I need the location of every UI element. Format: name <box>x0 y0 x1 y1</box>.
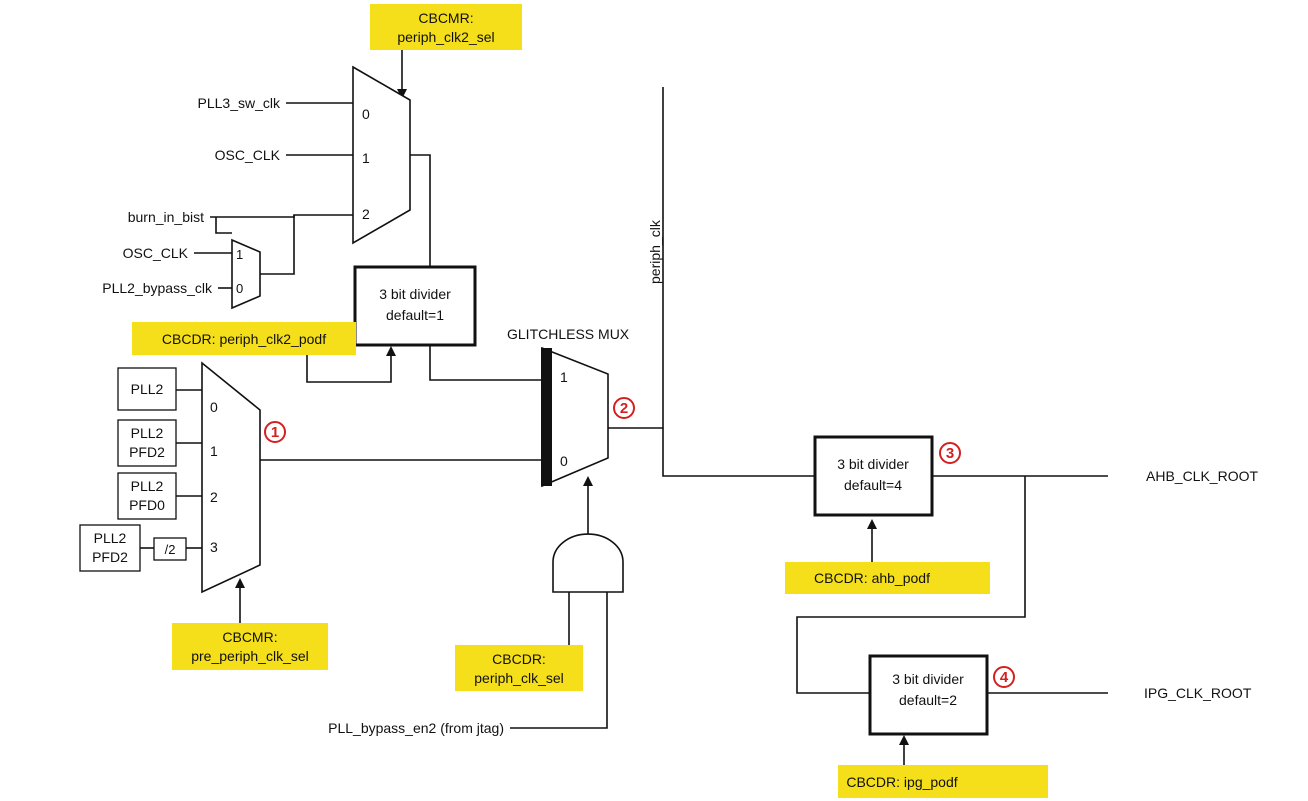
reg-periph-clk2-sel <box>370 4 522 50</box>
reg-periph-clk-sel-line1: CBCDR: <box>492 651 546 667</box>
mux-top-port-2: 2 <box>362 206 370 222</box>
reg-pre-periph-line2: pre_periph_clk_sel <box>191 648 309 664</box>
ahb-divider <box>813 435 934 517</box>
div2-box <box>153 537 187 561</box>
ahb-clk-root-label: AHB_CLK_ROOT <box>1146 468 1258 484</box>
marker-2: 2 <box>613 397 635 419</box>
src-pll2-pfd0-l1: PLL2 <box>131 478 164 494</box>
src-pll2-pfd2-b-l2: PFD2 <box>92 549 128 565</box>
src-pll2-pfd2-b-l1: PLL2 <box>94 530 127 546</box>
mux-small-port-1: 1 <box>236 247 243 262</box>
reg-ahb-podf-text: CBCDR: ahb_podf <box>814 570 930 586</box>
mux-top-port-1: 1 <box>362 150 370 166</box>
marker-4: 4 <box>993 666 1015 688</box>
reg-periph-clk2-sel-line1: CBCMR: <box>418 10 473 26</box>
ipg-clk-root-label: IPG_CLK_ROOT <box>1144 685 1252 701</box>
src-pll2-pfd2-l2: PFD2 <box>129 444 165 460</box>
div-ipg-l2: default=2 <box>899 692 957 708</box>
periph-clk-label: periph_clk <box>647 219 663 284</box>
marker-1: 1 <box>264 421 286 443</box>
reg-periph-clk2-podf <box>132 322 356 355</box>
reg-periph-clk2-podf-text: CBCDR: periph_clk2_podf <box>162 331 326 347</box>
glitchless-mux-bar <box>541 348 552 486</box>
pre-periph-clk-mux <box>201 361 261 594</box>
input-pll2-bypass-clk: PLL2_bypass_clk <box>102 280 213 296</box>
pll2-pfd2-box <box>117 419 177 467</box>
periph-clk2-mux <box>352 65 411 245</box>
input-osc-clk-a: OSC_CLK <box>215 147 281 163</box>
mux-glitch-port-0: 0 <box>560 453 568 469</box>
reg-ahb-podf <box>785 562 990 594</box>
marker-1-text: 1 <box>271 424 279 441</box>
src-pll2-pfd2-l1: PLL2 <box>131 425 164 441</box>
input-burn-in-bist: burn_in_bist <box>128 209 204 225</box>
marker-2-text: 2 <box>620 400 628 417</box>
mux-pre-port-0: 0 <box>210 399 218 415</box>
input-pll-bypass-en2: PLL_bypass_en2 (from jtag) <box>328 720 504 736</box>
bypass-mux <box>231 238 261 310</box>
div-ahb-l2: default=4 <box>844 477 902 493</box>
src-div2: /2 <box>165 542 176 557</box>
reg-pre-periph-clk-sel <box>172 623 328 670</box>
src-pll2-pfd0-l2: PFD0 <box>129 497 165 513</box>
reg-periph-clk2-sel-line2: periph_clk2_sel <box>397 29 494 45</box>
pll2-pfd0-box <box>117 472 177 520</box>
pll2-pfd2-b-box <box>79 524 141 572</box>
reg-pre-periph-line1: CBCMR: <box>222 629 277 645</box>
div-periph-clk2-l2: default=1 <box>386 307 444 323</box>
mux-small-port-0: 0 <box>236 281 243 296</box>
periph-clk2-divider <box>353 265 477 347</box>
mux-top-port-0: 0 <box>362 106 370 122</box>
div-ipg-l1: 3 bit divider <box>892 671 964 687</box>
reg-ipg-podf-text: CBCDR: ipg_podf <box>846 774 957 790</box>
mux-glitch-port-1: 1 <box>560 369 568 385</box>
wires <box>140 50 1108 765</box>
pll2-box <box>117 367 177 411</box>
reg-periph-clk-sel <box>455 645 583 691</box>
marker-3: 3 <box>939 442 961 464</box>
glitchless-mux-label: GLITCHLESS MUX <box>507 326 630 342</box>
div-ahb-l1: 3 bit divider <box>837 456 909 472</box>
marker-4-text: 4 <box>1000 669 1009 686</box>
div-periph-clk2-l1: 3 bit divider <box>379 286 451 302</box>
mux-pre-port-3: 3 <box>210 539 218 555</box>
input-osc-clk-b: OSC_CLK <box>123 245 189 261</box>
src-pll2: PLL2 <box>131 381 164 397</box>
marker-3-text: 3 <box>946 445 954 462</box>
ipg-divider <box>868 654 989 736</box>
reg-ipg-podf <box>838 765 1048 798</box>
mux-pre-port-1: 1 <box>210 443 218 459</box>
reg-periph-clk-sel-line2: periph_clk_sel <box>474 670 564 686</box>
input-pll3-sw-clk: PLL3_sw_clk <box>198 95 281 111</box>
and-gate <box>552 533 624 593</box>
mux-pre-port-2: 2 <box>210 489 218 505</box>
